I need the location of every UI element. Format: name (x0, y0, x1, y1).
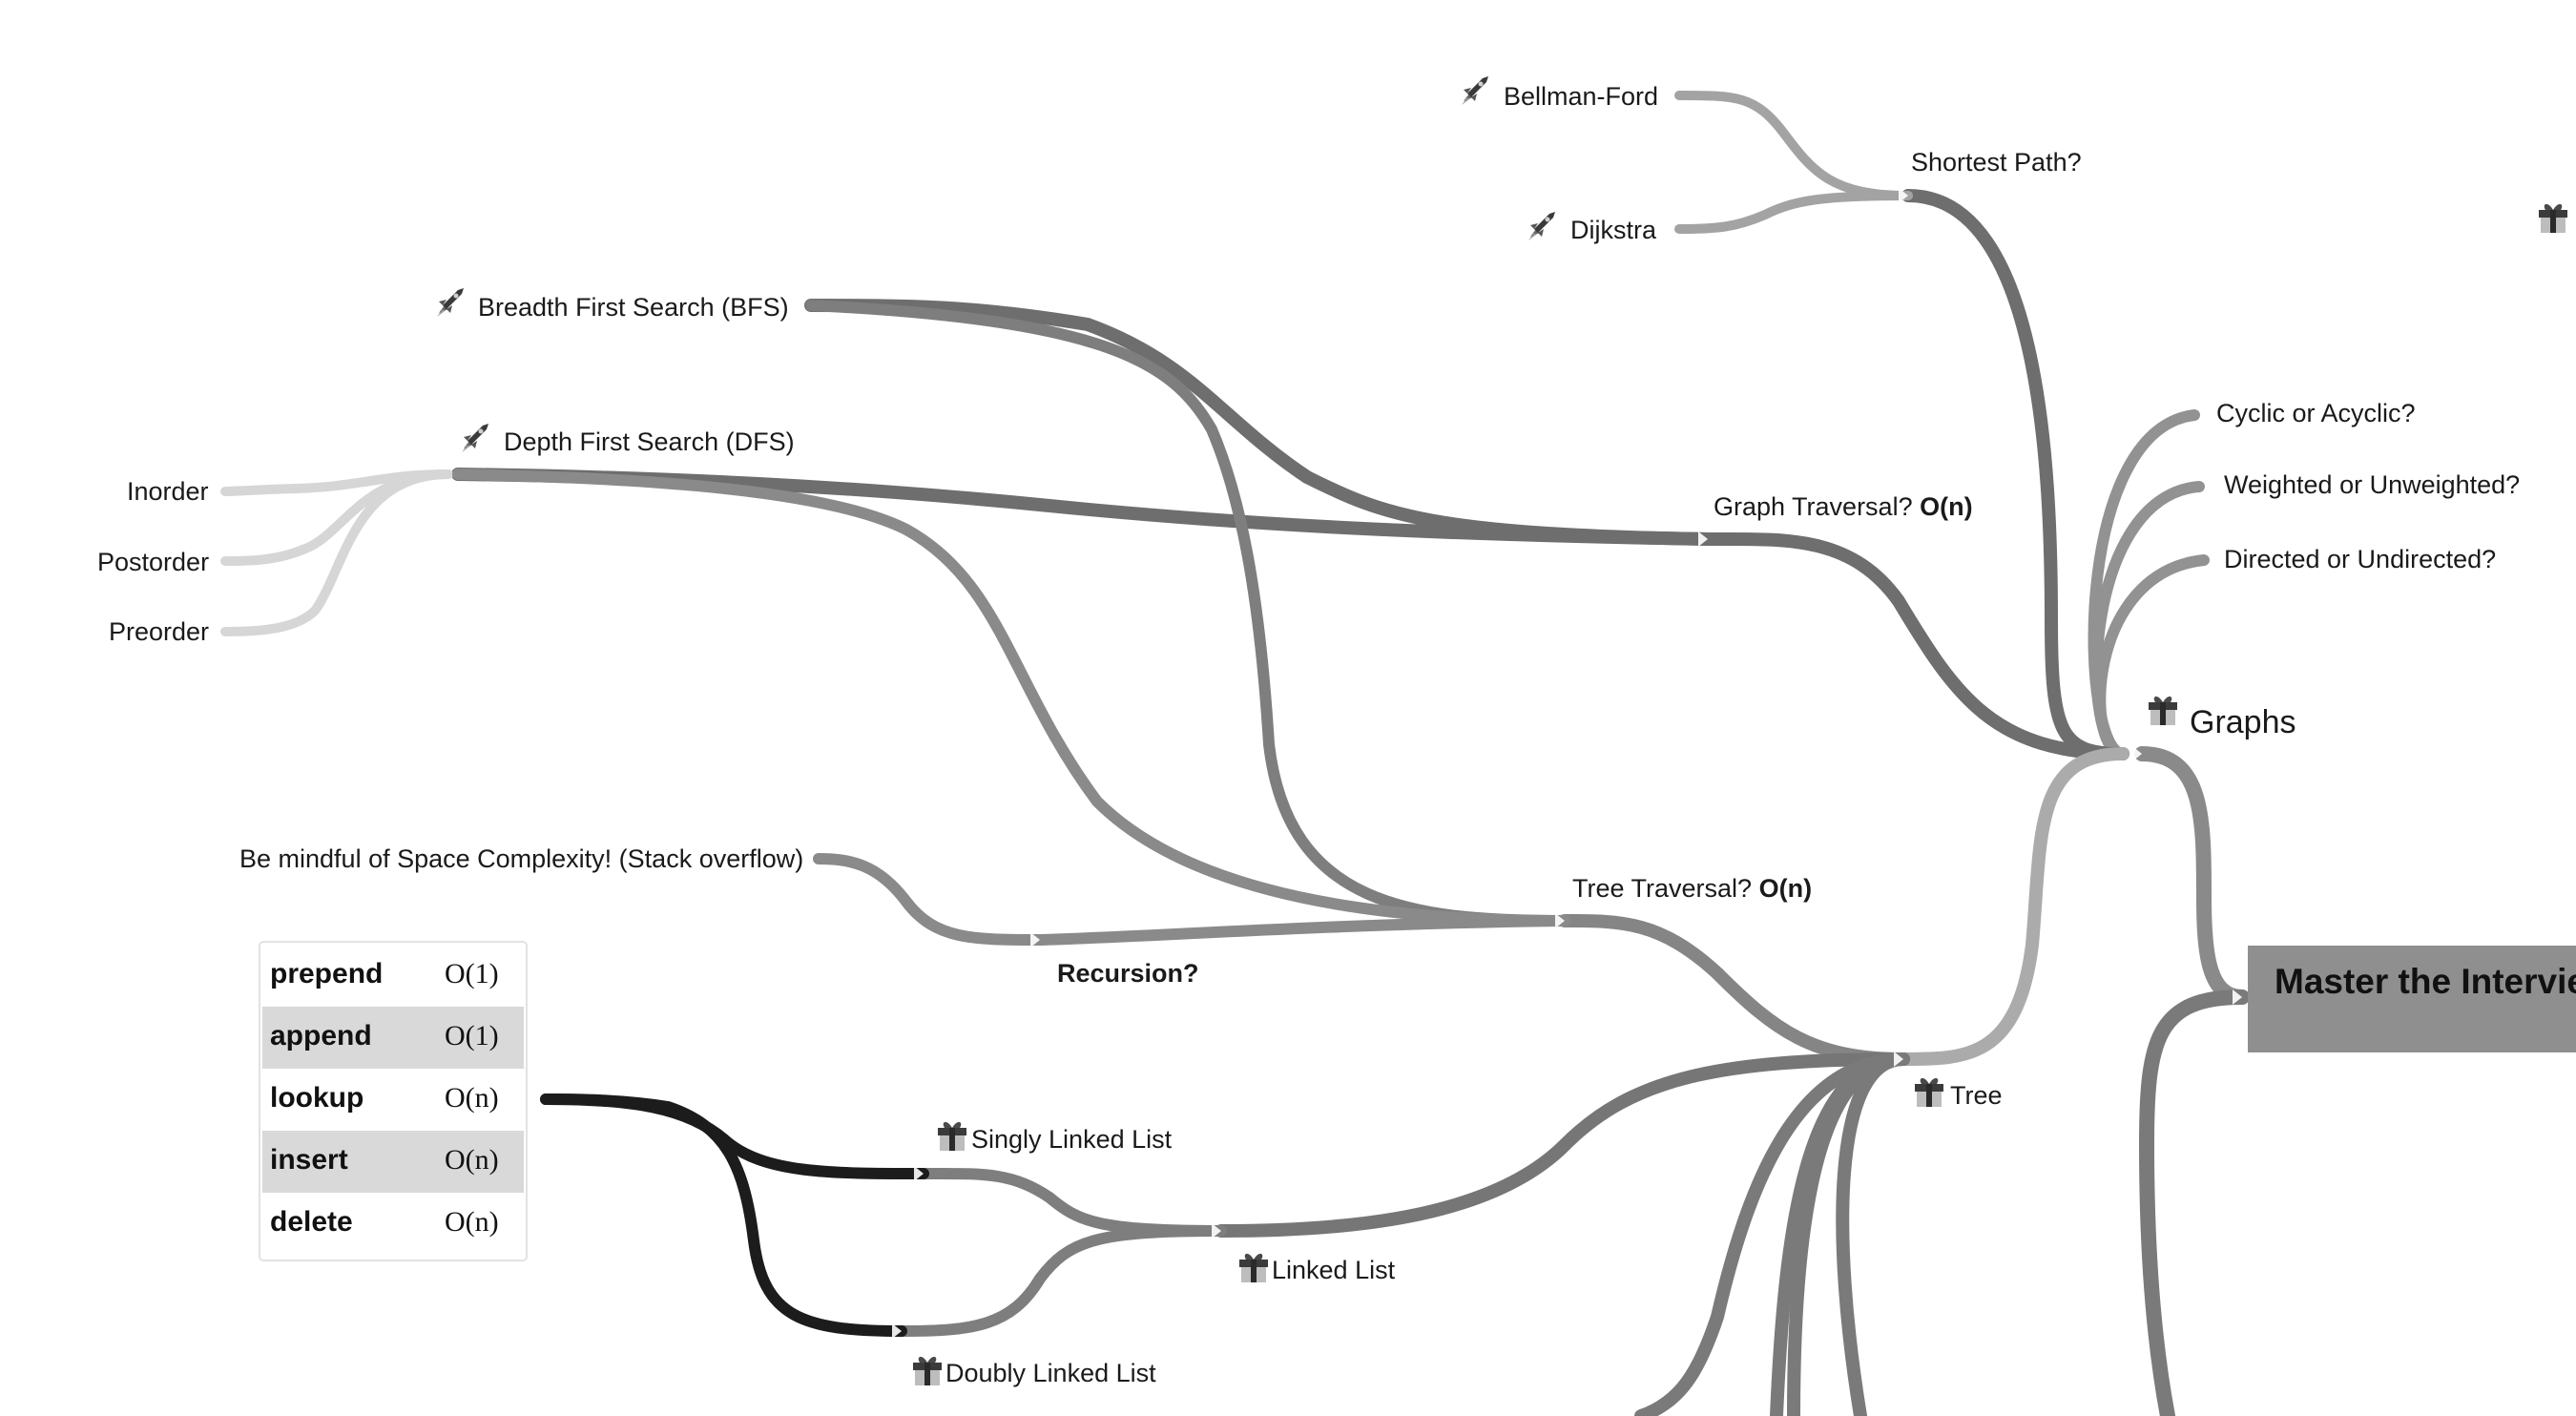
rocket-icon (462, 424, 488, 452)
edge-shortest-dijkstra (1674, 191, 1913, 234)
edge-shortest-bellman (1674, 91, 1913, 200)
edge-tree-linkedlist (1215, 1052, 1910, 1238)
node-bfs[interactable]: Breadth First Search (BFS) (478, 293, 789, 322)
gift-icon (938, 1121, 966, 1151)
edge-ll-singly (918, 1167, 1227, 1237)
gift-icon (1239, 1253, 1268, 1282)
table-row: lookup O(n) (262, 1069, 524, 1131)
cx-insert: O(n) (445, 1144, 499, 1176)
node-tree-traversal[interactable]: Tree Traversal? O(n) (1572, 876, 1812, 902)
gift-icon (913, 1356, 942, 1385)
edge-ll-doubly (896, 1225, 1227, 1337)
node-inorder[interactable]: Inorder (127, 477, 209, 506)
cx-delete: O(n) (445, 1206, 499, 1238)
node-directed[interactable]: Directed or Undirected? (2224, 545, 2497, 573)
edge-graphs-directed (2094, 554, 2210, 760)
node-shortest-path[interactable]: Shortest Path? (1911, 148, 2082, 177)
graph-traversal-label: Graph Traversal? (1714, 492, 1913, 521)
node-graph-traversal[interactable]: Graph Traversal? O(n) (1714, 494, 1973, 520)
op-insert: insert (270, 1144, 348, 1176)
edge-ttrav-recursion-line (1034, 915, 1570, 946)
edge-ttrav-dfs (452, 469, 1570, 927)
node-postorder[interactable]: Postorder (97, 548, 210, 576)
root-node[interactable] (2248, 946, 2576, 1052)
node-doubly-linked-list[interactable]: Doubly Linked List (945, 1359, 1156, 1387)
node-preorder[interactable]: Preorder (109, 617, 210, 646)
node-bellman-ford[interactable]: Bellman-Ford (1504, 82, 1659, 111)
topic-linked-list[interactable]: Linked List (1272, 1256, 1396, 1284)
op-lookup: lookup (270, 1082, 364, 1114)
root-title: Master the Intervie (2275, 962, 2576, 1001)
rocket-icon (1462, 76, 1488, 105)
edge-gtrav-bfs (804, 299, 1714, 546)
table-row: prepend O(1) (262, 945, 524, 1007)
node-cyclic[interactable]: Cyclic or Acyclic? (2216, 399, 2416, 427)
graph-traversal-complexity: O(n) (1920, 492, 1973, 521)
edge-tree-down-1 (1634, 1052, 1910, 1416)
node-dijkstra[interactable]: Dijkstra (1570, 216, 1657, 244)
node-space-note[interactable]: Be mindful of Space Complexity! (Stack o… (239, 844, 804, 873)
edge-root-graphs (2134, 746, 2250, 1005)
node-recursion[interactable]: Recursion? (1057, 959, 1199, 988)
table-row: delete O(n) (262, 1193, 524, 1255)
edge-graphs-traversal (1701, 531, 2129, 760)
op-append: append (270, 1020, 372, 1052)
table-row: insert O(n) (262, 1131, 524, 1193)
cx-lookup: O(n) (445, 1082, 499, 1114)
gift-icon (2539, 203, 2567, 233)
table-row: append O(1) (262, 1007, 524, 1069)
gift-icon (2149, 696, 2177, 725)
edge-recursion-space (813, 853, 1046, 946)
edge-doubly-table (540, 1093, 907, 1337)
tree-traversal-label: Tree Traversal? (1572, 874, 1753, 903)
topic-tree[interactable]: Tree (1950, 1081, 2003, 1110)
cx-append: O(1) (445, 1020, 499, 1052)
edge-root-down (2138, 989, 2250, 1416)
op-delete: delete (270, 1206, 353, 1238)
edge-ttrav-bfs (805, 300, 1570, 927)
node-singly-linked-list[interactable]: Singly Linked List (971, 1125, 1173, 1154)
tree-traversal-complexity: O(n) (1758, 874, 1813, 903)
complexity-table: prepend O(1) append O(1) lookup O(n) ins… (259, 941, 528, 1261)
edge-tree-down-4 (1836, 1052, 1910, 1416)
topic-graphs[interactable]: Graphs (2190, 704, 2296, 740)
gift-icon (1915, 1077, 1943, 1107)
op-prepend: prepend (270, 958, 384, 989)
node-dfs[interactable]: Depth First Search (DFS) (504, 427, 795, 456)
edge-dfs-preorder (220, 469, 453, 636)
rocket-icon (437, 288, 464, 317)
edge-graphs-shortest (1901, 189, 2129, 760)
cx-prepend: O(1) (445, 958, 499, 989)
rocket-icon (1528, 212, 1555, 240)
edge-tree-ttrav (1558, 914, 1910, 1066)
node-weighted[interactable]: Weighted or Unweighted? (2224, 470, 2521, 499)
edge-graphs-tree (1897, 747, 2129, 1066)
